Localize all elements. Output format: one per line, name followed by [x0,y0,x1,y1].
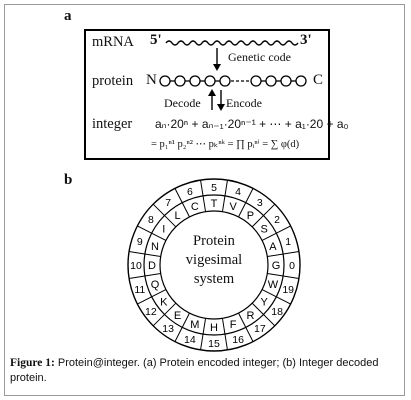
figure-frame [4,4,405,396]
sector-divider [200,179,207,212]
amino-acid-letter: Y [260,296,268,308]
vigesimal-digit: 6 [187,186,193,198]
amino-acid-letter: S [260,224,267,236]
vigesimal-digit: 16 [232,334,244,346]
sector-divider [251,302,276,327]
formula-line-1: aₙ·20ⁿ + aₙ₋₁·20ⁿ⁻¹ + ⋯ + a₁·20 + a₀ [155,117,349,131]
c-terminus-label: C [313,72,324,88]
figure-number: Figure 1: [10,357,55,369]
wheel-center-text: Protein vigesimal system [174,232,254,289]
five-prime-label: 5' [150,32,162,48]
amino-acid-letter: N [151,241,159,253]
amino-acid-letter: M [190,319,199,331]
center-line-1: Protein [193,233,235,249]
sector-divider [238,312,254,342]
vigesimal-digit: 2 [274,214,280,226]
panel-a-label: a [64,8,72,24]
center-line-3: system [193,271,235,287]
amino-acid-letter: D [148,260,156,272]
three-prime-label: 3' [300,32,312,48]
sector-divider [137,225,167,241]
sector-divider [261,225,291,241]
amino-acid-letter: L [174,210,180,222]
amino-acid-letter: E [174,310,181,322]
formula-line-2: = p₁ⁿ¹ p₂ⁿ² ⋯ pₖⁿᵏ = ∏ pᵢⁿⁱ = ∑ φ(d) [151,139,300,150]
caption-text: Protein@integer. (a) Protein encoded int… [10,357,379,384]
vigesimal-digit: 18 [271,306,283,318]
panel-a-box [84,29,330,160]
vigesimal-digit: 15 [208,338,220,350]
genetic-code-arrowhead [213,64,221,71]
vigesimal-digit: 1 [285,236,291,248]
n-terminus-label: N [146,72,157,88]
sector-divider [137,289,167,305]
decode-label: Decode [164,96,201,110]
decode-arrowhead [208,89,216,96]
amino-acid-letter: A [269,241,277,253]
genetic-code-label: Genetic code [228,50,291,64]
mrna-wave [165,40,299,46]
amino-acid-letter: C [191,201,199,213]
amino-acid-letter: Q [151,279,160,291]
vigesimal-digit: 12 [145,306,157,318]
mrna-label: mRNA [92,34,134,50]
sector-divider [238,188,254,218]
sector-divider [221,179,228,212]
encode-label: Encode [226,96,262,110]
vigesimal-digit: 14 [184,334,196,346]
protein-chain [159,75,307,87]
amino-acid-letter: H [210,322,218,334]
sector-divider [152,302,177,327]
vigesimal-digit: 10 [130,260,142,272]
sector-divider [261,289,291,305]
vigesimal-digit: 4 [235,186,241,198]
figure-caption: Figure 1: Protein@integer. (a) Protein e… [10,356,400,386]
amino-acid-letter: V [229,201,237,213]
amino-acid-letter: G [272,260,281,272]
vigesimal-digit: 11 [134,284,145,296]
sector-divider [267,251,300,258]
amino-acid-letter: K [160,296,168,308]
amino-acid-letter: T [211,198,218,210]
integer-label: integer [92,116,133,132]
vigesimal-digit: 3 [257,197,263,209]
vigesimal-digit: 5 [211,182,217,194]
sector-divider [174,188,190,218]
amino-acid-letter: P [247,210,254,222]
sector-divider [128,251,161,258]
center-line-2: vigesimal [185,252,243,268]
amino-acid-letter: F [230,319,237,331]
vigesimal-digit: 19 [282,284,294,296]
sector-divider [267,272,300,279]
vigesimal-digit: 17 [254,323,266,335]
amino-acid-letter: W [268,279,279,291]
vigesimal-digit: 9 [137,236,143,248]
sector-divider [251,203,276,228]
sector-divider [152,203,177,228]
sector-divider [128,272,161,279]
sector-divider [174,312,190,342]
vigesimal-digit: 8 [148,214,154,226]
vigesimal-digit: 7 [165,197,171,209]
vigesimal-digit: 13 [162,323,174,335]
protein-label: protein [92,73,134,89]
amino-acid-letter: R [246,310,254,322]
panel-b-label: b [64,172,73,188]
encode-arrowhead [217,104,225,111]
vigesimal-digit: 0 [289,260,295,272]
sector-divider [221,318,228,351]
amino-acid-letter: I [162,224,165,236]
sector-divider [200,318,207,351]
